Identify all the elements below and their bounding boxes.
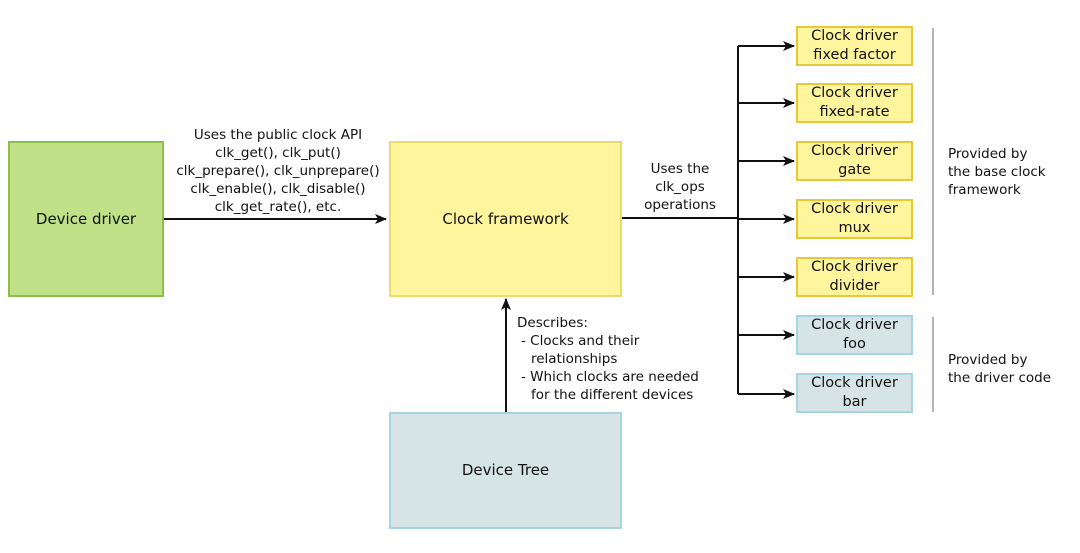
clock-driver-type: gate [838,162,871,178]
clock-driver-fixed-factor: Clock driver fixed factor [796,26,913,66]
clock-driver-title: Clock driver [811,201,898,217]
api-line: clk_get(), clk_put() [215,145,341,161]
driver-code-group-label: Provided by the driver code [948,351,1051,387]
clock-driver-gate: Clock driver gate [796,141,913,181]
api-line: clk_prepare(), clk_unprepare() [176,163,380,179]
group-label-line: framework [948,182,1021,198]
describes-line: for the different devices [531,387,694,403]
describes-line: relationships [531,351,618,367]
clock-driver-type: divider [829,278,880,294]
base-framework-group-label: Provided by the base clock framework [948,145,1046,199]
clock-framework-label: Clock framework [442,209,569,228]
describes-line: Describes: [517,315,588,331]
describes-line: - Clocks and their [521,333,640,349]
clock-driver-type: bar [842,394,867,410]
clock-driver-title: Clock driver [811,28,898,44]
clock-driver-title: Clock driver [811,259,898,275]
ops-line: operations [644,197,716,213]
group-label-line: Provided by [948,352,1028,368]
device-tree-label: Device Tree [461,461,550,479]
clock-driver-mux: Clock driver mux [796,199,913,239]
clock-driver-type: fixed factor [813,47,896,63]
group-label-line: the base clock [948,164,1046,180]
ops-line: Uses the [650,161,710,177]
device-tree-box: Device Tree [389,412,622,529]
group-label-line: the driver code [948,370,1052,386]
public-api-label: Uses the public clock API clk_get(), clk… [166,126,390,216]
describes-line: - Which clocks are needed [521,369,699,385]
group-label-line: Provided by [948,146,1028,162]
api-line: Uses the public clock API [193,127,363,143]
clock-driver-bar: Clock driver bar [796,373,913,413]
clk-ops-label: Uses the clk_ops operations [632,160,728,214]
ops-line: clk_ops [655,179,705,195]
clock-driver-title: Clock driver [811,317,898,333]
api-line: clk_enable(), clk_disable() [190,181,366,197]
clock-driver-title: Clock driver [811,375,898,391]
device-driver-label: Device driver [35,209,137,228]
clock-framework-box: Clock framework [389,141,622,297]
describes-label: Describes: - Clocks and their relationsh… [517,314,699,404]
clock-driver-divider: Clock driver divider [796,257,913,297]
clock-driver-foo: Clock driver foo [796,315,913,355]
clock-driver-type: mux [838,220,871,236]
clock-driver-title: Clock driver [811,85,898,101]
clock-driver-type: foo [843,336,866,352]
device-driver-box: Device driver [8,141,164,297]
clock-driver-type: fixed-rate [819,104,890,120]
api-line: clk_get_rate(), etc. [214,199,342,215]
clock-driver-title: Clock driver [811,143,898,159]
clock-driver-fixed-rate: Clock driver fixed-rate [796,83,913,123]
